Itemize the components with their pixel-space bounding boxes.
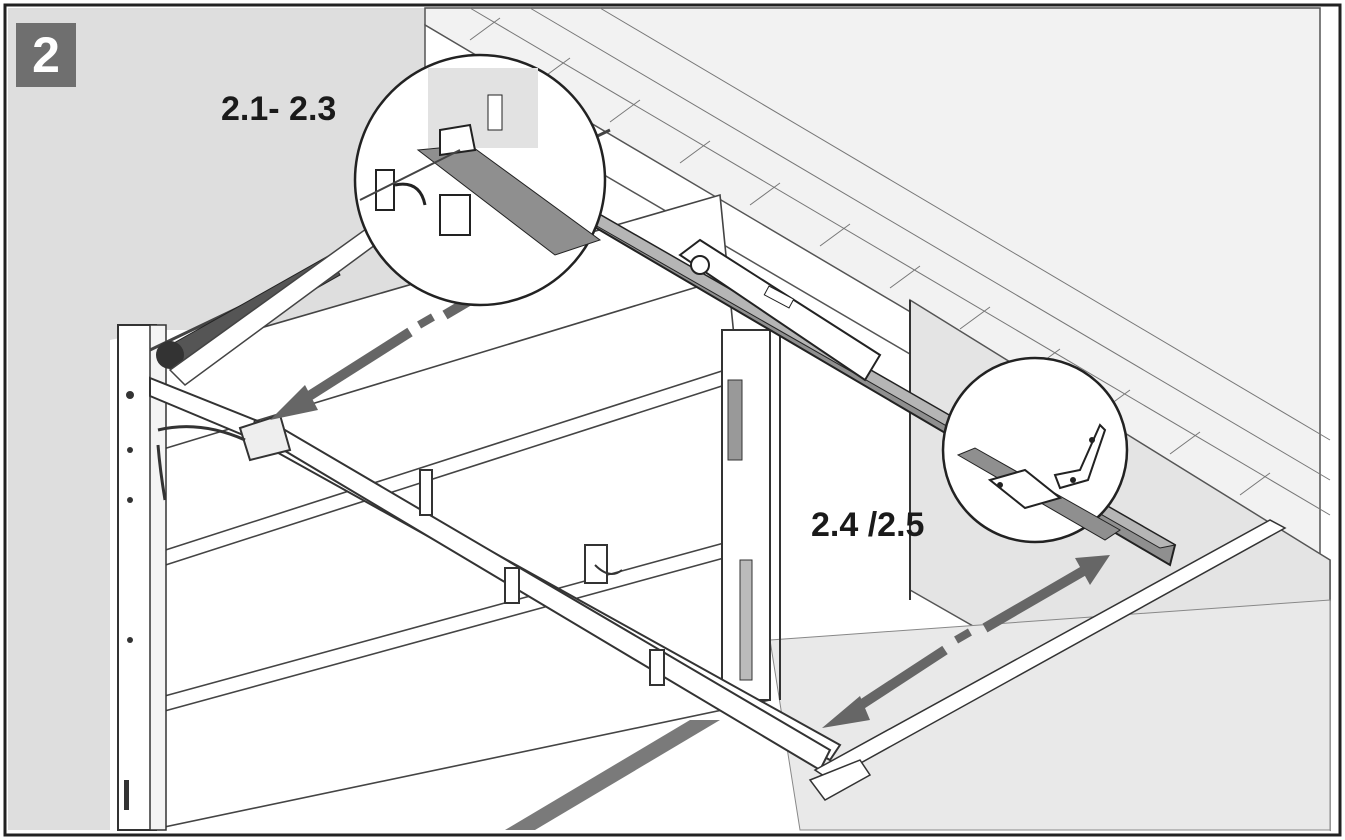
left-door-frame (117, 324, 167, 831)
left-wall-lower (8, 340, 110, 830)
detail-circle-bottom (941, 356, 1129, 544)
detail-circle-top (353, 53, 607, 307)
door-handle (584, 544, 623, 584)
spirit-level (678, 238, 882, 382)
step-number-badge: 2 (16, 23, 76, 87)
left-wall (8, 8, 425, 340)
floor-area (769, 599, 1331, 831)
callout-label-top: 2.1- 2.3 (221, 90, 337, 128)
callout-label-bottom: 2.4 /2.5 (811, 506, 925, 544)
right-door-frame (721, 329, 771, 701)
door-brace (149, 376, 842, 772)
floor-track (505, 519, 1287, 830)
